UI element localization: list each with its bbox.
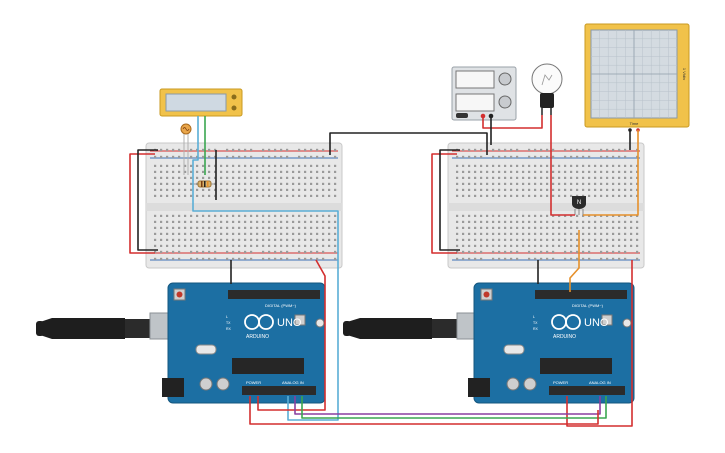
wire-red-5v-left (257, 259, 326, 411)
svg-text:TX: TX (533, 321, 538, 325)
arduino-right-power-label: POWER (553, 380, 568, 385)
power-supply[interactable] (451, 66, 517, 121)
wires[interactable] (129, 115, 639, 427)
lcd-module[interactable] (159, 88, 243, 117)
transistor[interactable]: N (572, 196, 586, 215)
photoresistor-icon[interactable] (180, 123, 192, 175)
svg-text:RX: RX (533, 327, 539, 331)
wire-blue-lcd (192, 116, 199, 195)
wire-green-link (301, 396, 607, 419)
scope-volt-label: 1 V/div (682, 68, 687, 80)
oscilloscope[interactable]: Time 1 V/div (584, 23, 690, 132)
wire-red-5v-right (566, 260, 633, 427)
arduino-right-digital-label: DIGITAL (PWM~) (572, 303, 604, 308)
arduino-uno-right[interactable]: ARDUINO UNO DIGITAL (PWM~) POWER ANALOG … (343, 282, 635, 404)
arduino-left-brand: ARDUINO (246, 334, 269, 340)
arduino-right-analog-label: ANALOG IN (589, 380, 611, 385)
arduino-left-model: UNO (277, 317, 302, 329)
wire-orange-pin (569, 230, 580, 292)
arduino-uno-left[interactable]: ARDUINO UNO DIGITAL (PWM~) POWER ANALOG … (36, 282, 326, 404)
wire-red-link (249, 396, 599, 425)
wire-orange-scope (583, 130, 639, 216)
light-bulb[interactable] (531, 63, 563, 115)
scope-time-label: Time (630, 121, 640, 126)
arduino-left-analog-label: ANALOG IN (282, 380, 304, 385)
wire-black-right-rail (439, 149, 460, 251)
svg-text:L: L (226, 315, 228, 319)
resistor-icon[interactable] (192, 180, 216, 188)
arduino-left-power-label: POWER (246, 380, 261, 385)
wire-purple-link (294, 396, 601, 415)
arduino-left-digital-label: DIGITAL (PWM~) (265, 303, 297, 308)
svg-text:L: L (533, 315, 535, 319)
wire-blue-analog (192, 195, 339, 421)
svg-text:RX: RX (226, 327, 232, 331)
arduino-right-model: UNO (584, 317, 609, 329)
wire-red-bulb-transistor (550, 115, 575, 216)
wire-red-left-rail (129, 153, 155, 254)
wire-black-left-rail (137, 149, 158, 251)
wire-red-right-rail (431, 153, 457, 254)
svg-text:TX: TX (226, 321, 231, 325)
wire-black-bridge (329, 132, 488, 155)
breadboard-right[interactable] (447, 142, 645, 269)
wire-red-ps-bulb (482, 115, 543, 129)
svg-text:N: N (577, 200, 581, 206)
breadboard-left[interactable] (145, 142, 343, 269)
arduino-right-brand: ARDUINO (553, 334, 576, 340)
